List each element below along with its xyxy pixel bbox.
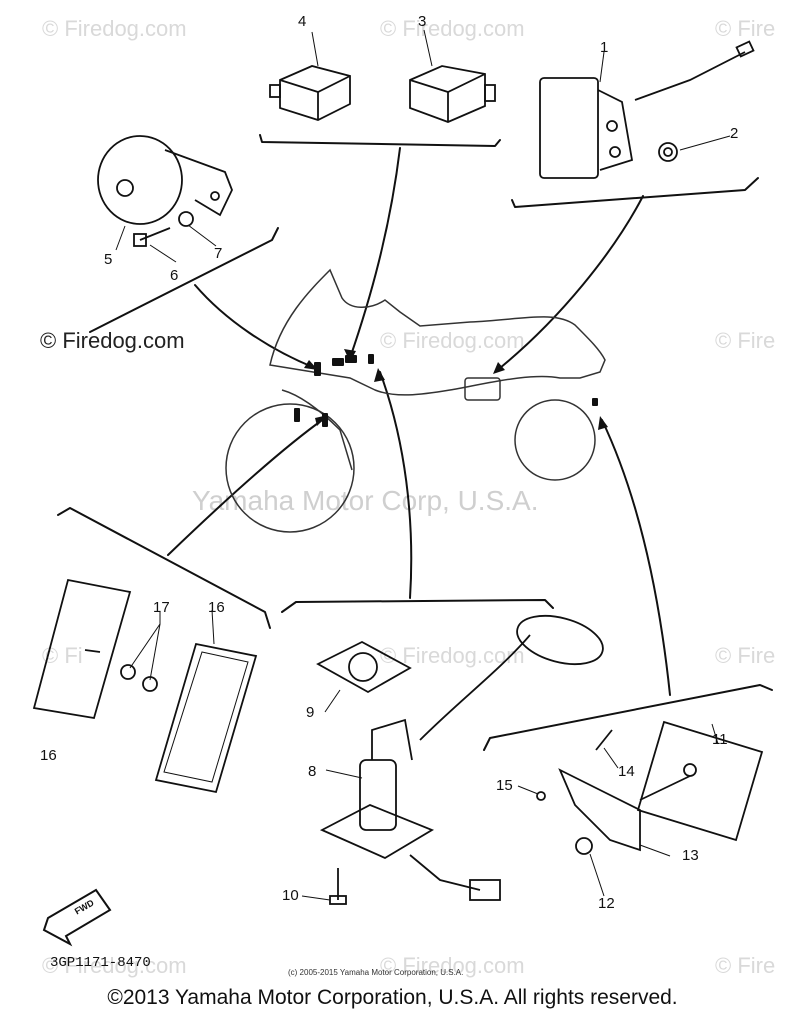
watermark-bottom-mid: © Firedog.com [380,953,525,978]
diagram-code: 3GP1171-8470 [50,955,151,971]
reflector-part-16-left [32,578,132,720]
part-label-16b: 16 [208,599,225,616]
screw-part-14 [595,729,613,751]
part-label-16a: 16 [40,747,57,764]
part-label-4: 4 [298,13,307,30]
reflector-part-16-right [154,642,258,794]
reflector-part-11 [636,720,764,842]
horn-part-5 [97,135,233,225]
part-label-13: 13 [682,847,699,864]
watermark-top-mid: © Firedog.com [380,16,525,41]
bolt-part-10 [329,868,347,905]
watermark-bottom-left: © Firedog.com [42,953,187,978]
part-label-17: 17 [153,599,170,616]
watermark-left: © Firedog.com [40,328,185,353]
bracket-part-13 [558,768,641,852]
part-label-14: 14 [618,763,635,780]
watermark-company: Yamaha Motor Corp, U.S.A. [192,485,539,516]
footer-copyright: ©2013 Yamaha Motor Corporation, U.S.A. A… [107,986,678,1009]
watermark-left-lower: © Fi [42,643,83,668]
nut-part-7 [178,211,194,227]
watermark-top-right: © Fire [715,16,776,41]
part-label-8: 8 [308,763,317,780]
part-label-2: 2 [730,125,739,142]
part-label-10: 10 [282,887,299,904]
part-label-1: 1 [600,39,609,56]
washer-part-15 [536,791,546,801]
nut-part-17 [120,664,158,692]
watermark-right-lower: © Fire [715,643,776,668]
bolt-part-6 [133,227,171,247]
watermark-mid: © Firedog.com [380,328,525,353]
nut-part-2 [658,142,678,162]
part-label-12: 12 [598,895,615,912]
small-copyright: (c) 2005-2015 Yamaha Motor Corporation, … [288,968,464,977]
part-label-3: 3 [418,13,427,30]
watermark-right-mid: © Fire [715,328,776,353]
watermark-top-left: © Firedog.com [42,16,187,41]
part-label-11: 11 [712,731,728,748]
part-label-15: 15 [496,777,513,794]
part-label-5: 5 [104,251,113,268]
relay-part-4 [269,65,351,121]
part-label-9: 9 [306,704,315,721]
starter-relay-part-1 [539,40,755,179]
motorcycle-outline [225,268,606,533]
nut-part-12 [575,837,593,855]
watermark-bottom-right: © Fire [715,953,776,978]
gasket-part-9 [316,640,412,694]
fuel-sender-part-8 [319,614,604,901]
relay-part-3 [409,65,496,123]
watermark-mid-lower: © Firedog.com [380,643,525,668]
part-label-7: 7 [214,245,223,262]
forward-arrow-icon [42,888,112,947]
part-label-6: 6 [170,267,179,284]
